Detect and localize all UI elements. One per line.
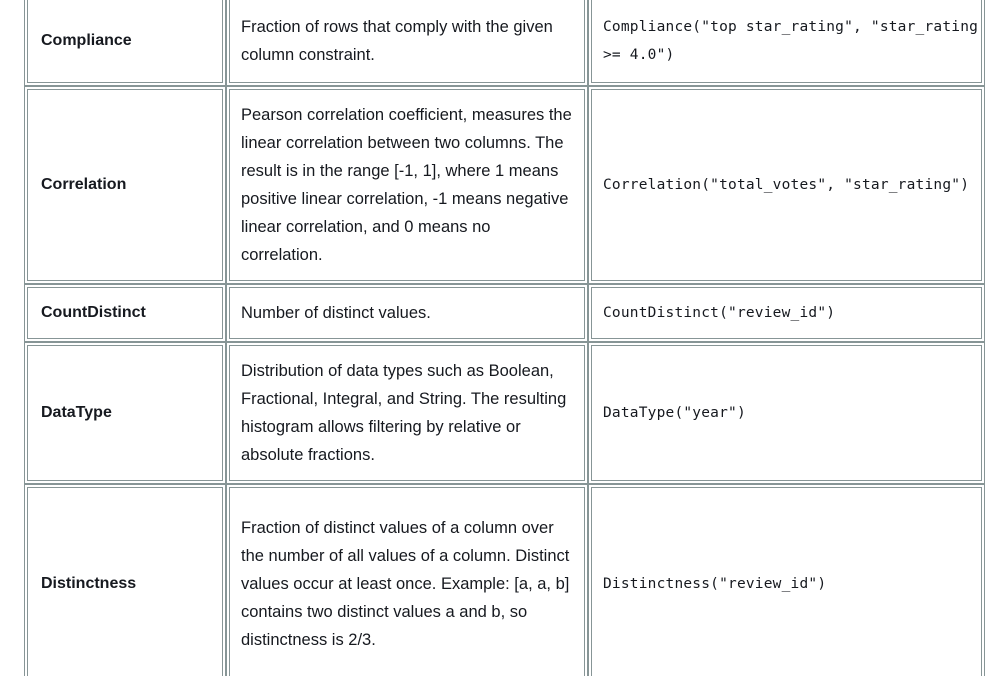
metric-name: DataType <box>24 342 226 484</box>
table-row: Correlation Pearson correlation coeffici… <box>24 86 985 284</box>
metric-example: Compliance("top star_rating", "star_rati… <box>588 0 985 86</box>
table-row: Distinctness Fraction of distinct values… <box>24 484 985 676</box>
metric-example: Distinctness("review_id") <box>588 484 985 676</box>
metric-description: Pearson correlation coefficient, measure… <box>226 86 588 284</box>
table-row: Compliance Fraction of rows that comply … <box>24 0 985 86</box>
metric-description: Distribution of data types such as Boole… <box>226 342 588 484</box>
metric-name: Distinctness <box>24 484 226 676</box>
metrics-table-container: Compliance Fraction of rows that comply … <box>24 0 985 676</box>
metric-example: CountDistinct("review_id") <box>588 284 985 342</box>
metric-name: Correlation <box>24 86 226 284</box>
metrics-table: Compliance Fraction of rows that comply … <box>24 0 985 676</box>
metric-description: Fraction of rows that comply with the gi… <box>226 0 588 86</box>
metric-name: CountDistinct <box>24 284 226 342</box>
metric-description: Number of distinct values. <box>226 284 588 342</box>
metric-example: Correlation("total_votes", "star_rating"… <box>588 86 985 284</box>
metric-name: Compliance <box>24 0 226 86</box>
metric-description: Fraction of distinct values of a column … <box>226 484 588 676</box>
metric-example: DataType("year") <box>588 342 985 484</box>
table-row: DataType Distribution of data types such… <box>24 342 985 484</box>
table-row: CountDistinct Number of distinct values.… <box>24 284 985 342</box>
